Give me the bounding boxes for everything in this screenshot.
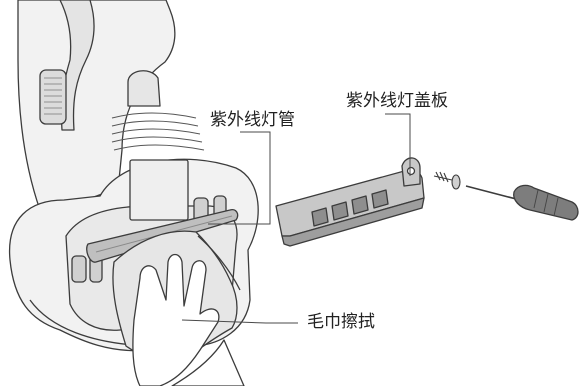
hand-with-towel-icon (112, 230, 245, 386)
callout-lines (181, 113, 411, 324)
screwdriver-icon (465, 184, 579, 221)
label-uv-cover: 紫外线灯盖板 (346, 91, 448, 111)
uv-lamp-cover-plate-icon (275, 157, 425, 247)
label-towel-wipe: 毛巾擦拭 (307, 312, 375, 332)
callout-line-towel (181, 319, 298, 324)
callout-line-uv-tube (208, 131, 271, 225)
callout-line-uv-cover (385, 113, 411, 176)
label-uv-tube: 紫外线灯管 (210, 110, 295, 130)
screw-icon (433, 171, 461, 190)
